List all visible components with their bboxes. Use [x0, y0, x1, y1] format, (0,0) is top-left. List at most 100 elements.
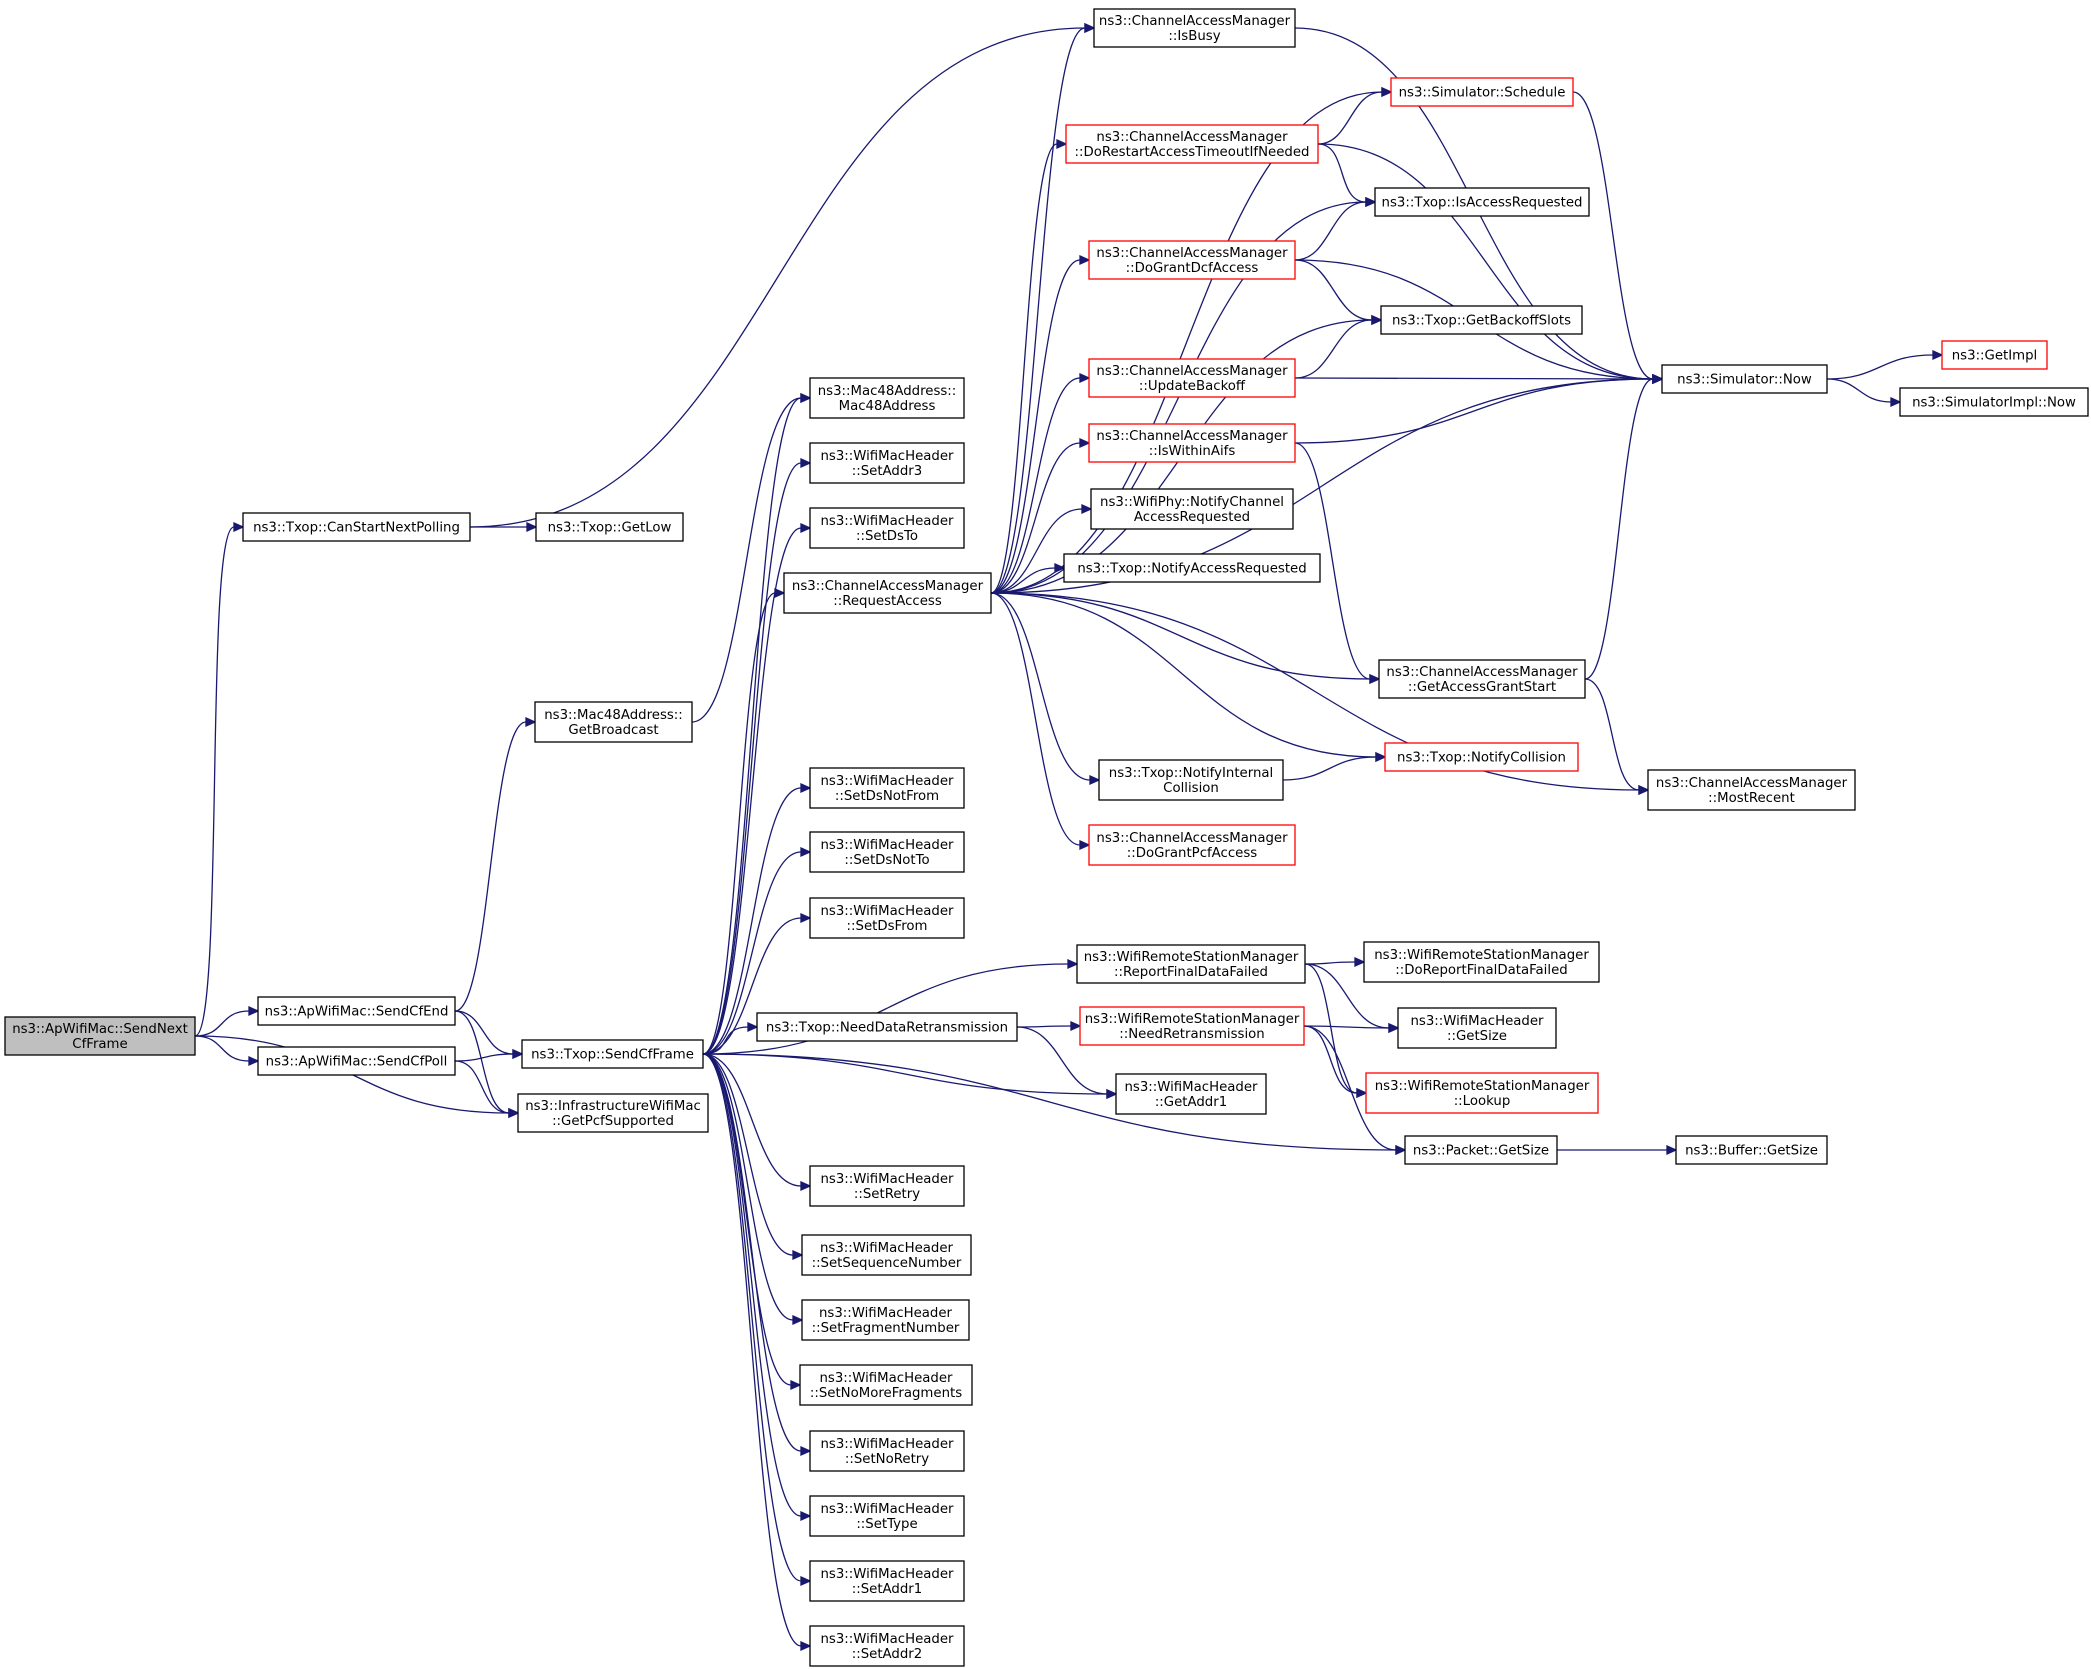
node-label: ::IsBusy	[1168, 29, 1220, 44]
node-lookup[interactable]: ns3::WifiRemoteStationManager::Lookup	[1365, 1072, 1599, 1114]
node-sendcfframe[interactable]: ns3::Txop::SendCfFrame	[521, 1039, 704, 1069]
node-setdsnotto[interactable]: ns3::WifiMacHeader::SetDsNotTo	[809, 831, 965, 873]
node-updbackoff[interactable]: ns3::ChannelAccessManager::UpdateBackoff	[1088, 358, 1296, 398]
node-setdsfrom[interactable]: ns3::WifiMacHeader::SetDsFrom	[809, 897, 965, 939]
node-doreport[interactable]: ns3::WifiRemoteStationManager::DoReportF…	[1363, 941, 1600, 983]
node-getpcf[interactable]: ns3::InfrastructureWifiMac::GetPcfSuppor…	[517, 1093, 709, 1133]
node-getbcast[interactable]: ns3::Mac48Address::GetBroadcast	[534, 701, 693, 743]
node-box	[756, 1012, 1018, 1042]
node-label: ns3::ChannelAccessManager	[1656, 776, 1848, 791]
node-label: ns3::ChannelAccessManager	[792, 579, 984, 594]
node-setfrag[interactable]: ns3::WifiMacHeader::SetFragmentNumber	[801, 1299, 970, 1341]
node-label: ns3::WifiPhy::NotifyChannel	[1100, 495, 1284, 510]
node-sendcfpoll[interactable]: ns3::ApWifiMac::SendCfPoll	[257, 1046, 456, 1076]
node-label: ::SetDsNotTo	[844, 853, 929, 868]
node-getbackoff[interactable]: ns3::Txop::GetBackoffSlots	[1380, 305, 1583, 335]
node-hdrgetsize[interactable]: ns3::WifiMacHeader::GetSize	[1397, 1007, 1557, 1049]
node-label: ns3::Txop::GetLow	[548, 521, 672, 536]
node-setretry[interactable]: ns3::WifiMacHeader::SetRetry	[809, 1165, 965, 1207]
node-label: ::SetDsTo	[856, 529, 918, 544]
node-getlow[interactable]: ns3::Txop::GetLow	[535, 512, 684, 542]
node-txnotifyacc[interactable]: ns3::Txop::NotifyAccessRequested	[1063, 553, 1321, 583]
node-box	[1115, 1073, 1267, 1115]
node-label: ns3::WifiMacHeader	[820, 1241, 954, 1256]
edge-schedule-simnow	[1572, 91, 1664, 385]
node-label: ns3::WifiMacHeader	[820, 1437, 954, 1452]
edge-canstart-isbusy	[469, 22, 1096, 528]
node-setdsto[interactable]: ns3::WifiMacHeader::SetDsTo	[809, 507, 965, 549]
edge-needretx-lookup	[1303, 1025, 1368, 1099]
node-label: ns3::ChannelAccessManager	[1099, 14, 1291, 29]
node-box	[809, 831, 965, 873]
edge-sendcfpoll-getpcf	[454, 1060, 520, 1119]
node-setaddr3[interactable]: ns3::WifiMacHeader::SetAddr3	[809, 442, 965, 484]
node-label: ns3::ChannelAccessManager	[1096, 130, 1288, 145]
node-box	[1404, 1135, 1558, 1165]
node-box	[801, 1299, 970, 1341]
node-mostrecent[interactable]: ns3::ChannelAccessManager::MostRecent	[1647, 769, 1856, 811]
node-getaccgrant[interactable]: ns3::ChannelAccessManager::GetAccessGran…	[1378, 659, 1586, 699]
node-reqacc[interactable]: ns3::ChannelAccessManager::RequestAccess	[783, 572, 992, 614]
node-label: ::SetDsFrom	[847, 919, 928, 934]
node-getaddr1[interactable]: ns3::WifiMacHeader::GetAddr1	[1115, 1073, 1267, 1115]
edge-dorestart-isaccreq	[1317, 143, 1377, 208]
node-setnomore[interactable]: ns3::WifiMacHeader::SetNoMoreFragments	[799, 1364, 973, 1406]
edge-reqacc-dograntpcf	[990, 592, 1091, 851]
node-needretx[interactable]: ns3::WifiRemoteStationManager::NeedRetra…	[1079, 1006, 1305, 1046]
node-settype[interactable]: ns3::WifiMacHeader::SetType	[809, 1495, 965, 1537]
edge-layer	[194, 22, 1944, 1652]
edge-sendcfframe-settype	[702, 1053, 812, 1522]
edge-reqacc-notifyint	[990, 592, 1101, 786]
node-box	[801, 1234, 972, 1276]
node-label: ::SetRetry	[854, 1187, 920, 1202]
node-dograntpcf[interactable]: ns3::ChannelAccessManager::DoGrantPcfAcc…	[1088, 824, 1296, 866]
node-dograntdcf[interactable]: ns3::ChannelAccessManager::DoGrantDcfAcc…	[1088, 240, 1296, 280]
edge-sendcfframe-reqacc	[702, 587, 786, 1055]
node-notifycoll[interactable]: ns3::Txop::NotifyCollision	[1384, 742, 1579, 772]
node-label: ns3::GetImpl	[1952, 349, 2037, 364]
node-sendcfend[interactable]: ns3::ApWifiMac::SendCfEnd	[257, 996, 456, 1026]
node-label: ns3::WifiMacHeader	[820, 514, 954, 529]
node-box	[783, 572, 992, 614]
node-box	[1093, 8, 1296, 48]
node-box	[1363, 941, 1600, 983]
node-box	[1384, 742, 1579, 772]
node-schedule[interactable]: ns3::Simulator::Schedule	[1390, 77, 1574, 107]
node-reportfinal[interactable]: ns3::WifiRemoteStationManager::ReportFin…	[1076, 944, 1306, 984]
node-pktgetsize[interactable]: ns3::Packet::GetSize	[1404, 1135, 1558, 1165]
edge-sendcfframe-setnoretry	[702, 1053, 812, 1457]
node-setaddr1[interactable]: ns3::WifiMacHeader::SetAddr1	[809, 1560, 965, 1602]
node-dorestart[interactable]: ns3::ChannelAccessManager::DoRestartAcce…	[1065, 124, 1319, 164]
node-iswithin[interactable]: ns3::ChannelAccessManager::IsWithinAifs	[1088, 423, 1296, 463]
node-getimpl[interactable]: ns3::GetImpl	[1941, 340, 2048, 370]
node-setdsnotfrom[interactable]: ns3::WifiMacHeader::SetDsNotFrom	[809, 767, 965, 809]
node-simnow[interactable]: ns3::Simulator::Now	[1661, 364, 1828, 394]
node-label: ns3::WifiMacHeader	[820, 1502, 954, 1517]
edge-reportfinal-hdrgetsize	[1304, 963, 1400, 1034]
node-label: ns3::Mac48Address::	[544, 708, 683, 723]
edge-dorestart-schedule	[1317, 86, 1393, 145]
edge-reqacc-dograntdcf	[990, 254, 1091, 594]
node-label: ns3::ApWifiMac::SendNext	[12, 1022, 188, 1037]
node-setaddr2[interactable]: ns3::WifiMacHeader::SetAddr2	[809, 1625, 965, 1667]
node-isbusy[interactable]: ns3::ChannelAccessManager::IsBusy	[1093, 8, 1296, 48]
node-canstart[interactable]: ns3::Txop::CanStartNextPolling	[242, 512, 471, 542]
node-layer: ns3::ApWifiMac::SendNextCfFramens3::Txop…	[4, 8, 2089, 1667]
edge-root-sendcfend	[194, 1005, 260, 1037]
node-label: ns3::WifiMacHeader	[820, 774, 954, 789]
node-label: ns3::WifiMacHeader	[1124, 1080, 1258, 1095]
node-isaccreq[interactable]: ns3::Txop::IsAccessRequested	[1374, 187, 1590, 217]
node-needdataretx[interactable]: ns3::Txop::NeedDataRetransmission	[756, 1012, 1018, 1042]
node-phynotify[interactable]: ns3::WifiPhy::NotifyChannelAccessRequest…	[1090, 488, 1294, 530]
node-simimplnow[interactable]: ns3::SimulatorImpl::Now	[1899, 387, 2089, 417]
node-label: ns3::Txop::NotifyInternal	[1109, 766, 1273, 781]
node-bufgetsize[interactable]: ns3::Buffer::GetSize	[1675, 1135, 1828, 1165]
node-box	[1098, 759, 1284, 801]
node-box	[1090, 488, 1294, 530]
node-setseq[interactable]: ns3::WifiMacHeader::SetSequenceNumber	[801, 1234, 972, 1276]
node-mac48[interactable]: ns3::Mac48Address::Mac48Address	[809, 377, 965, 419]
node-label: ::DoReportFinalDataFailed	[1395, 963, 1567, 978]
node-setnoretry[interactable]: ns3::WifiMacHeader::SetNoRetry	[809, 1430, 965, 1472]
